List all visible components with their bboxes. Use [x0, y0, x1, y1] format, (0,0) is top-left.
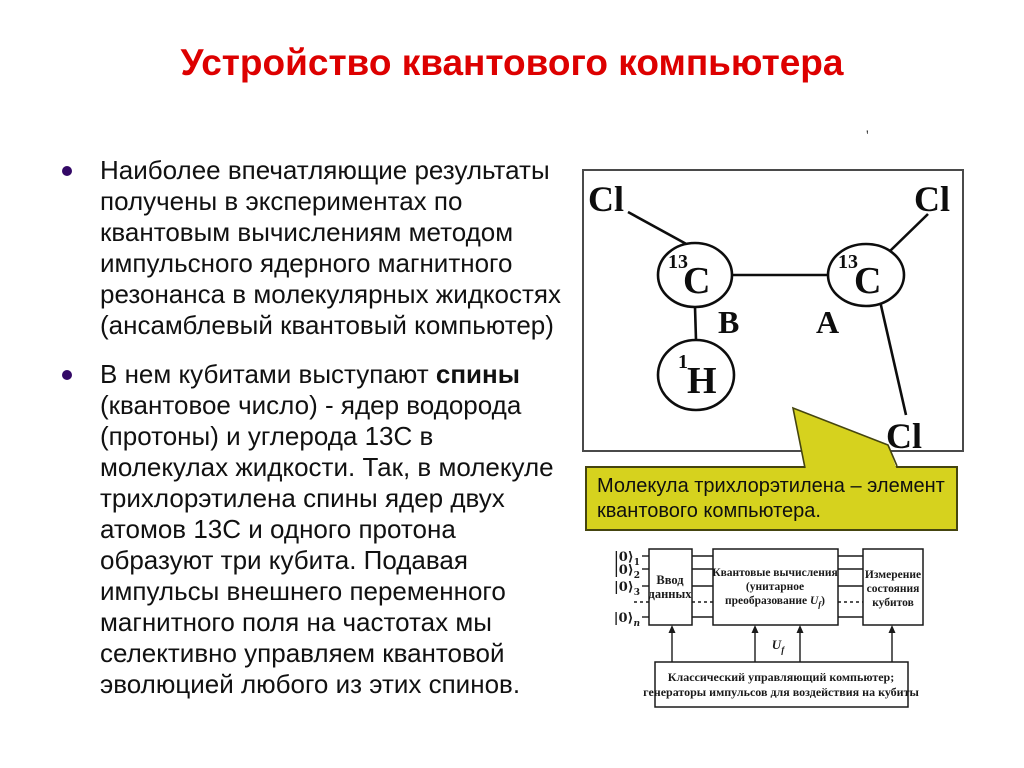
svg-text:преобразование Uf): преобразование Uf)	[725, 595, 825, 609]
svg-text:|0⟩2: |0⟩2	[614, 563, 640, 581]
bullet2-bold-word: спины	[435, 359, 520, 389]
cl-label-bottom-right: Cl	[886, 416, 922, 450]
callout-box: Молекула трихлорэтилена – элемент кванто…	[585, 466, 958, 531]
bullet-item-1: Наиболее впечатляющие результаты получен…	[62, 155, 562, 341]
bullet-marker-icon	[62, 166, 72, 176]
svg-text:генераторы импульсов для возде: генераторы импульсов для воздействия на …	[643, 685, 919, 699]
bullet-text-1: Наиболее впечатляющие результаты получен…	[100, 155, 562, 340]
bond-c-left-to-h	[693, 306, 698, 341]
bus-wires-1	[692, 555, 713, 618]
measurement-box: Измерение состояния кубитов	[862, 548, 924, 626]
bullet-list: Наиболее впечатляющие результаты получен…	[62, 155, 562, 718]
control-arrows	[668, 625, 896, 662]
uf-label: Uf	[772, 637, 785, 655]
svg-text:данных: данных	[649, 587, 693, 601]
atom-carbon-left: 13 C	[656, 241, 734, 309]
svg-text:Ввод: Ввод	[656, 573, 684, 587]
svg-text:кубитов: кубитов	[872, 597, 914, 609]
svg-text:1: 1	[678, 351, 688, 373]
atom-hydrogen: 1 H	[656, 338, 736, 412]
site-label-a: A	[816, 304, 839, 340]
data-input-box: Ввод данных	[648, 548, 693, 626]
svg-text:C: C	[854, 260, 881, 302]
bullet-item-2: В нем кубитами выступают спины (квантово…	[62, 359, 562, 700]
bullet2-post: (квантовое число) - ядер водорода (прото…	[100, 390, 554, 699]
bus-wires-2	[838, 555, 863, 618]
callout-pointer-outline	[791, 406, 898, 469]
svg-text:Классический управляющий компь: Классический управляющий компьютер;	[668, 670, 894, 684]
callout-pointer	[791, 406, 898, 470]
svg-text:C: C	[683, 260, 710, 302]
quantum-compute-box: Квантовые вычисления (унитарное преобраз…	[712, 548, 839, 626]
cl-label-top-left: Cl	[588, 179, 624, 219]
svg-text:13: 13	[668, 251, 688, 273]
svg-text:|0⟩1: |0⟩1	[614, 550, 640, 568]
svg-text:Измерение: Измерение	[865, 569, 921, 581]
svg-text:Квантовые вычисления: Квантовые вычисления	[712, 567, 838, 579]
trichloroethylene-molecule-diagram: 13 C 13 C 1 H Cl Cl Cl B A	[588, 179, 950, 456]
bond-c-right-to-cl-bottom	[878, 300, 908, 416]
quantum-computer-block-diagram: |0⟩1 |0⟩2 |0⟩3 |0⟩n Ввод данных Квантовы…	[614, 548, 924, 708]
molecule-diagram-frame: 13 C 13 C 1 H Cl Cl Cl B A	[582, 169, 964, 456]
svg-text:(унитарное: (унитарное	[746, 581, 804, 593]
bond-cl-to-c-left	[627, 210, 691, 248]
site-label-b: B	[718, 304, 739, 340]
svg-text:H: H	[687, 360, 717, 402]
classical-computer-box: Классический управляющий компьютер; гене…	[643, 661, 919, 708]
callout-pointer-shape	[793, 408, 897, 470]
svg-text:|0⟩3: |0⟩3	[614, 580, 640, 598]
svg-text:|0⟩n: |0⟩n	[614, 611, 640, 629]
bullet-marker-icon	[62, 370, 72, 380]
page-title: Устройство квантового компьютера	[180, 42, 844, 83]
input-ket-labels: |0⟩1 |0⟩2 |0⟩3 |0⟩n	[614, 550, 640, 629]
svg-text:состояния: состояния	[867, 583, 920, 595]
cl-label-top-right: Cl	[914, 179, 950, 219]
bullet-text-2: В нем кубитами выступают спины (квантово…	[100, 359, 562, 700]
input-wires	[634, 555, 649, 618]
svg-text:13: 13	[838, 251, 858, 273]
bond-c-right-to-cl-top	[889, 213, 929, 252]
stray-mark: '	[866, 128, 869, 144]
bullet2-pre: В нем кубитами выступают	[100, 359, 436, 389]
atom-carbon-right: 13 C	[826, 242, 906, 308]
